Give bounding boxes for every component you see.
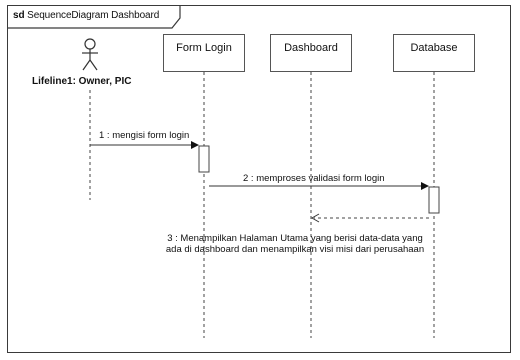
frame-title: sd SequenceDiagram Dashboard (13, 10, 159, 21)
message-2-label: 2 : memproses validasi form login (243, 173, 385, 184)
form-login-activation (198, 145, 210, 173)
message-1-arrowhead-icon (191, 141, 199, 149)
lifeline-dashboard-label: Dashboard (284, 42, 338, 54)
message-3-arrowhead-icon (310, 213, 320, 223)
message-3-label: 3 : Menampilkan Halaman Utama yang beris… (160, 233, 430, 255)
diagram-frame: sd SequenceDiagram Dashboard (7, 5, 511, 353)
actor-label: Lifeline1: Owner, PIC (32, 76, 132, 87)
lifeline-form-login-label: Form Login (176, 42, 232, 54)
database-activation (428, 186, 440, 214)
message-1-label: 1 : mengisi form login (99, 130, 190, 141)
frame-keyword: sd (13, 10, 25, 21)
message-2-arrowhead-icon (421, 182, 429, 190)
lifeline-form-login: Form Login (163, 34, 245, 72)
frame-tab: sd SequenceDiagram Dashboard (8, 6, 182, 29)
message-3-label-line-2: ada di dashboard dan menampilkan visi mi… (165, 244, 425, 255)
actor-stick-figure-icon (82, 38, 98, 71)
frame-tab-outline (8, 6, 181, 29)
lifeline-database-label: Database (410, 42, 458, 54)
lifeline-database: Database (393, 34, 475, 72)
lifeline-dashboard: Dashboard (270, 34, 352, 72)
message-3-label-line-1: 3 : Menampilkan Halaman Utama yang beris… (167, 233, 423, 244)
frame-name: SequenceDiagram Dashboard (27, 10, 160, 21)
